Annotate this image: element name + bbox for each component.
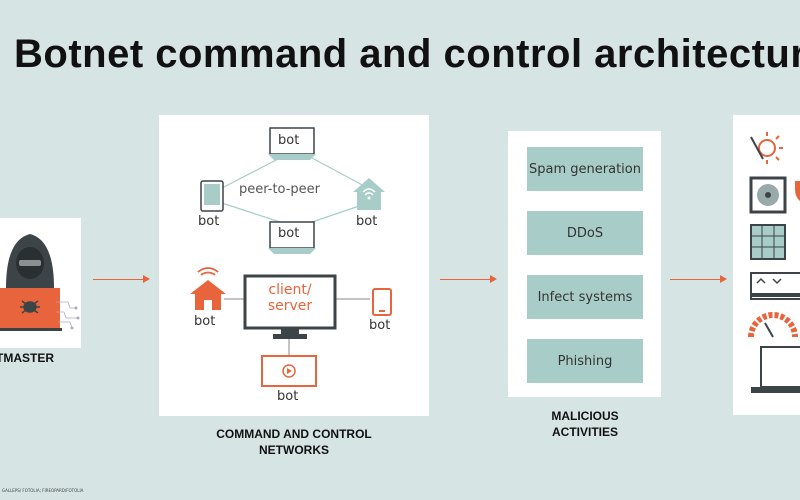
botmaster-label: BOTMASTER xyxy=(0,351,54,365)
bot-label-top: bot xyxy=(278,133,300,148)
wifi-house-bot-icon xyxy=(353,178,385,210)
fan-icon xyxy=(749,176,800,214)
router-icon xyxy=(750,272,800,300)
bot-label-house: bot xyxy=(356,214,378,229)
gauge-icon xyxy=(748,312,798,338)
media-device-bot-icon xyxy=(261,355,317,387)
arrow-activities-to-targets xyxy=(670,275,727,283)
client-server-label: client/ server xyxy=(267,282,313,314)
bot-label-orange-house: bot xyxy=(194,314,216,329)
bot-label-media: bot xyxy=(277,389,299,404)
solar-icon xyxy=(750,132,783,164)
activity-spam: Spam generation xyxy=(527,147,643,191)
laptop-bot-icon xyxy=(268,127,316,160)
activities-caption: MALICIOUS ACTIVITIES xyxy=(551,409,619,439)
arrow-cc-to-activities xyxy=(440,275,497,283)
cc-caption: COMMAND AND CONTROL NETWORKS xyxy=(216,427,372,457)
solar-panel-icon xyxy=(750,224,786,260)
laptop-icon xyxy=(751,346,800,393)
orange-house-bot-icon xyxy=(190,267,226,310)
tablet-bot-icon xyxy=(200,180,224,212)
activity-infect: Infect systems xyxy=(527,275,643,319)
bot-label-tablet: bot xyxy=(198,214,220,229)
hacker-icon xyxy=(0,234,80,331)
arrow-botmaster-to-cc xyxy=(93,275,150,283)
phone-bot-icon xyxy=(372,288,392,316)
image-credit: GALLEPS/ FOTOLIA; FIREOPARD/FOTOLIA xyxy=(2,488,84,493)
laptop-bot-icon-bottom xyxy=(268,221,316,254)
target-devices-icons xyxy=(748,132,800,393)
peer-to-peer-label: peer-to-peer xyxy=(239,182,321,197)
bot-label-phone: bot xyxy=(369,318,391,333)
activity-phishing: Phishing xyxy=(527,339,643,383)
bot-label-bottom: bot xyxy=(278,226,300,241)
server-monitor-icon xyxy=(243,274,337,339)
activity-ddos: DDoS xyxy=(527,211,643,255)
page-title: Botnet command and control architecture xyxy=(14,32,800,76)
